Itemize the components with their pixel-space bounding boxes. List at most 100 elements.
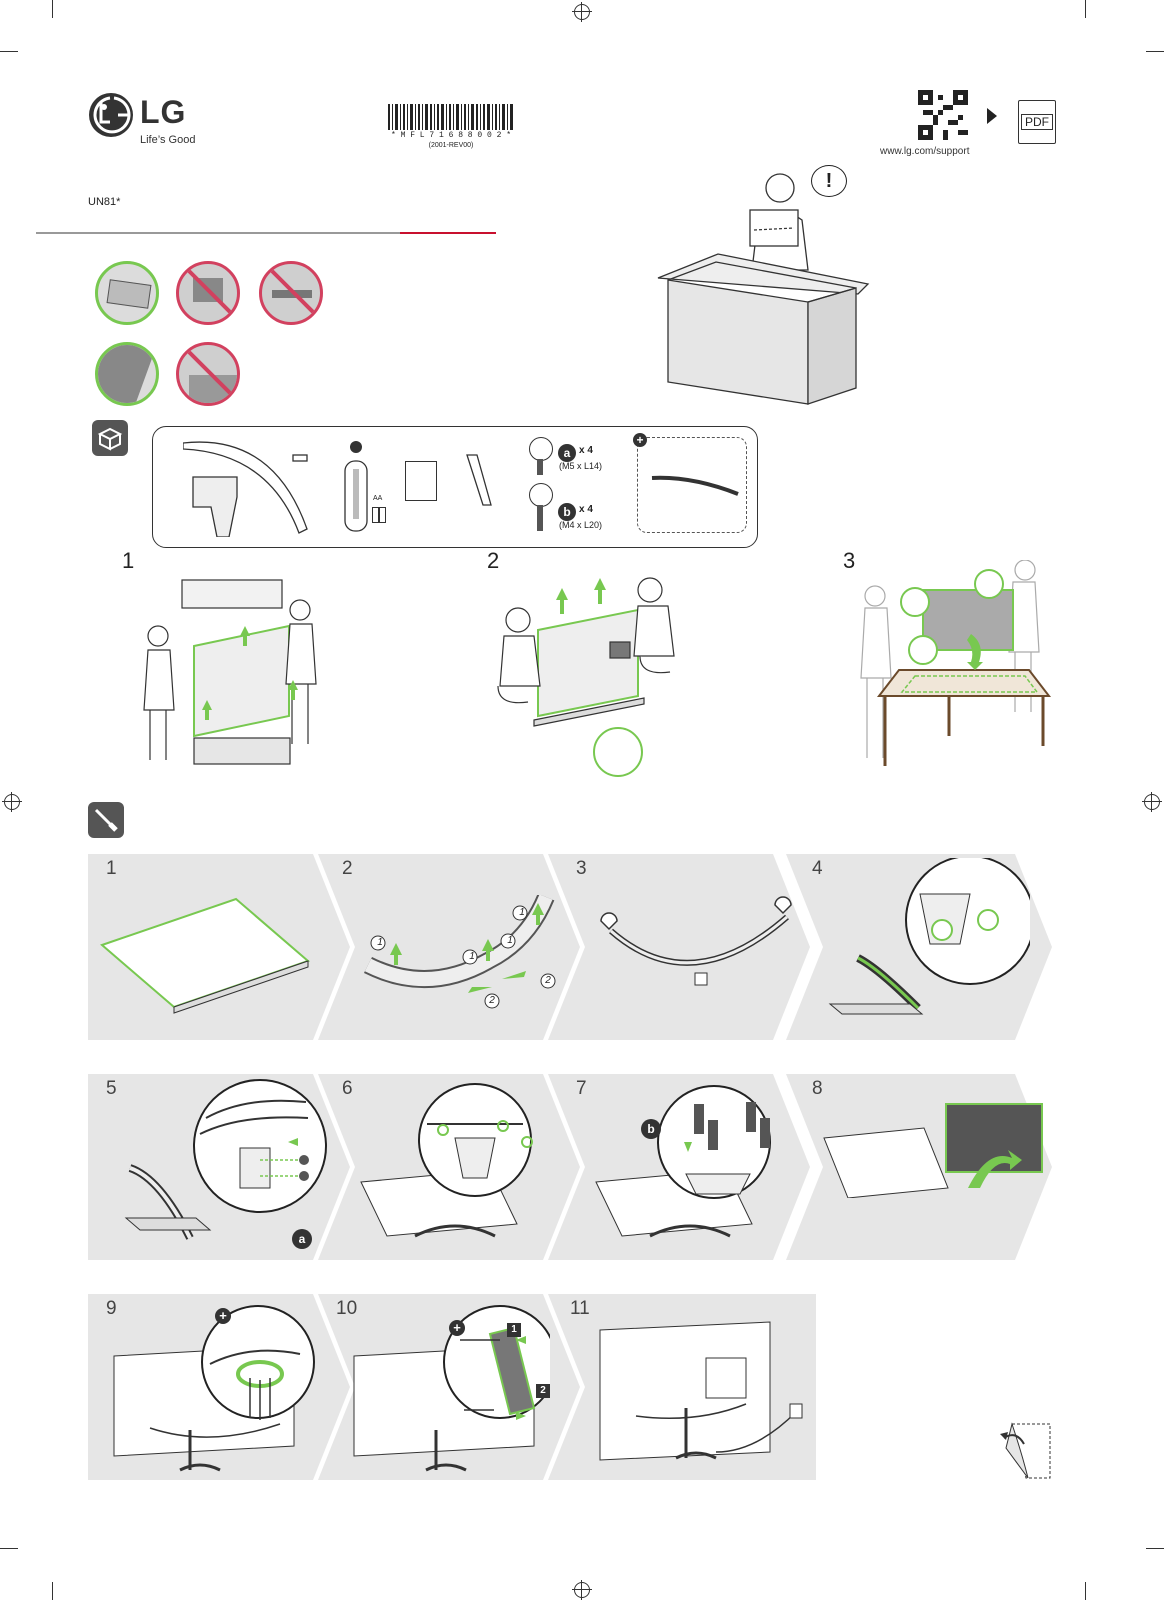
- screw-b-spec: (M4 x L20): [559, 520, 603, 530]
- lg-face-icon: [89, 93, 133, 137]
- components-panel: AA a x 4 (M5 x L14) b x 4 (M4 x L20) +: [152, 426, 758, 548]
- optional-plus-icon: +: [633, 433, 647, 447]
- substep-badge: 2: [536, 1384, 550, 1398]
- screw-b-qty: x 4: [579, 504, 593, 515]
- crop-mark: [0, 51, 18, 52]
- assembly-step-number: 11: [570, 1298, 590, 1319]
- assembly-step-panel: [548, 854, 810, 1040]
- remote-control-icon: [344, 441, 368, 532]
- lg-logo: LG Life’s Good: [88, 92, 228, 152]
- manual-booklet-icon: [405, 461, 437, 501]
- assembly-step-number: 8: [812, 1078, 823, 1099]
- cable-tie-icon: [651, 475, 739, 496]
- battery-label: AA: [373, 495, 383, 502]
- model-number: UN81*: [88, 196, 121, 208]
- unpack-step-2-illustration: [490, 570, 700, 780]
- assembly-step-number: 9: [106, 1298, 117, 1319]
- assembly-step-number: 4: [812, 858, 823, 879]
- brand-name: LG: [140, 94, 187, 130]
- screw-stand-illustration: [124, 1079, 327, 1240]
- crop-mark: [1146, 51, 1164, 52]
- fasten-stand-screws-illustration: [595, 1085, 771, 1238]
- barcode: * M F L 7 1 6 8 8 0 0 2 * (2001-REV00): [388, 104, 518, 154]
- option-plus-icon: +: [449, 1320, 465, 1336]
- completed-cable-management-illustration: [599, 1321, 803, 1461]
- assembly-step-number: 7: [576, 1078, 587, 1099]
- wrong-carry-icon: [176, 261, 240, 325]
- pdf-label: PDF: [1021, 114, 1053, 130]
- cable-cover-illustration: [353, 1305, 550, 1472]
- arrow-label: 1: [519, 907, 525, 918]
- screw-b-shaft-icon: [537, 505, 543, 531]
- qr-code-icon[interactable]: [918, 90, 968, 140]
- arrow-label: 1: [377, 937, 383, 948]
- correct-carry-icon: [95, 261, 159, 325]
- option-plus-icon: +: [215, 1308, 231, 1324]
- attach-stand-body-illustration: [828, 858, 1030, 1015]
- screw-a-shaft-icon: [537, 459, 543, 475]
- stand-parts-icon: [183, 441, 308, 537]
- assembly-step-number: 5: [106, 1078, 117, 1099]
- screw-b-callout-badge: b: [641, 1119, 661, 1139]
- cable-tie-routing-illustration: [113, 1305, 315, 1472]
- crop-mark: [0, 1548, 18, 1549]
- stand-arc-illustration: [600, 896, 792, 986]
- crop-mark: [52, 1582, 53, 1600]
- registration-mark: [572, 1580, 592, 1600]
- cable-holder-icon: [466, 454, 492, 506]
- unpack-box-icon: [92, 420, 128, 456]
- battery-icon: [379, 507, 386, 523]
- unpack-step-number: 3: [843, 548, 856, 573]
- caution-mark: !: [825, 170, 833, 192]
- play-arrow-icon: [987, 108, 997, 124]
- assembly-step-panel: [318, 854, 580, 1040]
- screw-a-qty: x 4: [579, 445, 593, 456]
- assembly-step-number: 1: [106, 858, 117, 879]
- crop-mark: [1146, 1548, 1164, 1549]
- arrow-label: 2: [545, 975, 551, 986]
- screwdriver-icon: [88, 802, 124, 838]
- barcode-bars-icon: [388, 104, 513, 130]
- optional-parts-box: +: [633, 433, 747, 533]
- unpack-step-number: 1: [122, 548, 135, 573]
- lift-tv-upright-illustration: [823, 1103, 1043, 1198]
- soft-cloth-illustration: [100, 897, 310, 1014]
- crop-mark: [1085, 0, 1086, 18]
- assembly-step-number: 3: [576, 858, 587, 879]
- registration-mark: [572, 2, 592, 22]
- unpack-step-3-illustration: [855, 559, 1055, 780]
- screw-a-icon: [529, 437, 553, 461]
- pdf-file-icon[interactable]: PDF: [1018, 100, 1056, 144]
- screw-b-badge: b: [558, 503, 576, 521]
- battery-icon: [372, 507, 379, 523]
- substep-badge: 1: [507, 1323, 521, 1337]
- barcode-number: * M F L 7 1 6 8 8 0 0 2 *: [390, 131, 512, 140]
- attach-stand-to-tv-illustration: [360, 1083, 533, 1238]
- crop-mark: [1085, 1582, 1086, 1600]
- assembly-step-number: 10: [336, 1298, 358, 1319]
- screw-b-icon: [529, 483, 553, 507]
- support-url[interactable]: www.lg.com/support: [880, 146, 970, 157]
- unpack-step-1-illustration: [140, 570, 340, 775]
- crop-mark: [52, 0, 53, 18]
- arrow-label: 1: [469, 951, 475, 962]
- screw-a-spec: (M5 x L14): [559, 461, 603, 471]
- assembly-step-number: 2: [342, 858, 353, 879]
- divider-accent: [400, 232, 496, 234]
- wrong-touch-screen-icon: [176, 342, 240, 406]
- screw-a-callout-badge: a: [292, 1229, 312, 1249]
- arrow-label: 1: [507, 935, 513, 946]
- screw-a-badge: a: [558, 444, 576, 462]
- remove-packing-illustration: [363, 895, 556, 1009]
- turn-page-icon: [1000, 1422, 1051, 1479]
- correct-hold-edge-icon: [95, 342, 159, 406]
- registration-mark: [1142, 792, 1162, 812]
- assembly-step-number: 6: [342, 1078, 353, 1099]
- registration-mark: [2, 792, 22, 812]
- box-caution-illustration: [650, 160, 870, 410]
- unpack-step-number: 2: [487, 548, 500, 573]
- wrong-carry-flat-icon: [259, 261, 323, 325]
- divider: [36, 232, 400, 234]
- caution-bubble-icon: !: [811, 165, 847, 197]
- brand-slogan: Life’s Good: [140, 134, 196, 146]
